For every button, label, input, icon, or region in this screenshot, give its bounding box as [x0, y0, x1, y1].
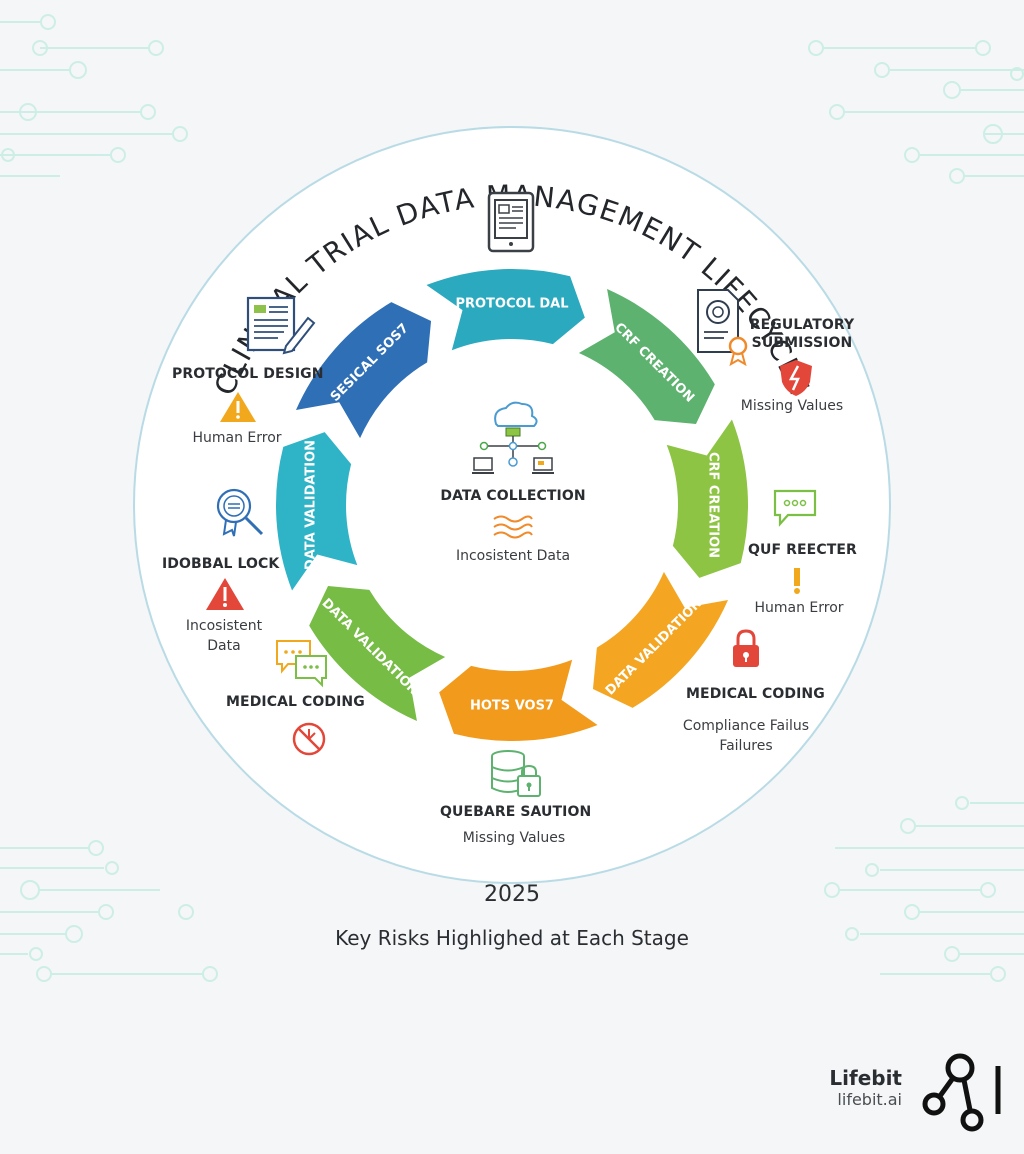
stage-idobbal-lock-name: IDOBBAL LOCK: [162, 556, 280, 572]
padlock-icon: [733, 629, 759, 667]
ring-segment: [666, 419, 748, 578]
stage-medical-coding-risk-line2: Failures: [719, 738, 773, 754]
ring-segment: [592, 571, 729, 708]
database-lock-icon: [491, 750, 541, 797]
brand-name: Lifebit: [829, 1066, 902, 1090]
stage-quebare-saution-name: QUEBARE SAUTION: [440, 804, 592, 820]
exclamation-icon: [794, 568, 800, 594]
stage-medical-coding-right-name: MEDICAL CODING: [686, 686, 825, 702]
stage-regulatory-submission-name: REGULATORY SUBMISSION: [742, 316, 862, 352]
chat-bubbles-icon: [276, 640, 327, 688]
stage-regulatory-line1: REGULATORY: [749, 317, 855, 333]
stage-regulatory-submission-risk: Missing Values: [740, 398, 844, 414]
brand-url: lifebit.ai: [837, 1090, 902, 1109]
stage-quf-reecter-risk: Human Error: [754, 600, 844, 616]
stage-medical-coding-risk-line1: Compliance Failus: [682, 718, 810, 734]
document-pen-icon: [246, 296, 316, 355]
chat-bubble-icon: [773, 489, 817, 527]
ring-segment-label: PROTOCOL DAL: [455, 297, 568, 312]
ring-segment-label: HOTS VOS7: [470, 699, 554, 714]
ring-segment: [578, 288, 715, 425]
certificate-document-icon: [697, 289, 748, 367]
no-entry-icon: [292, 722, 326, 756]
badge-search-icon: [216, 488, 264, 537]
ring-segment: [439, 659, 598, 741]
shield-alert-icon: [780, 360, 812, 396]
ring-segment-label: DATA VALIDATION: [304, 440, 319, 570]
stage-regulatory-line2: SUBMISSION: [751, 335, 853, 351]
stage-medical-coding-left-name: MEDICAL CODING: [226, 694, 365, 710]
ring-segment: [275, 432, 358, 591]
ring-segment: [309, 585, 446, 722]
center-stage-risk: Incosistent Data: [455, 548, 571, 564]
stage-protocol-design-name: PROTOCOL DESIGN: [172, 366, 324, 382]
inner-circle: [347, 340, 677, 670]
year-label: 2025: [484, 882, 540, 907]
alert-triangle-icon: [206, 578, 244, 610]
stage-medical-coding-right-risk: Compliance Failus Failures: [678, 716, 814, 756]
warning-triangle-icon: [220, 392, 256, 422]
segment-ring: [275, 269, 748, 741]
lifebit-logo-icon: [922, 1053, 1001, 1132]
ring-segment: [295, 302, 432, 439]
caption-text: Key Risks Highlighed at Each Stage: [335, 926, 689, 950]
stage-quf-reecter-name: QUF REECTER: [748, 542, 857, 558]
stage-idobbal-risk-line1: Incosistent: [185, 618, 263, 634]
stage-idobbal-risk-line2: Data: [207, 638, 241, 654]
stage-protocol-design-risk: Human Error: [192, 430, 282, 446]
center-stage-name: DATA COLLECTION: [440, 488, 586, 504]
wave-icon: [493, 515, 533, 539]
ring-segment: [426, 269, 585, 351]
tablet-icon: [487, 191, 535, 253]
cloud-network-icon: [472, 401, 554, 474]
stage-quebare-saution-risk: Missing Values: [462, 830, 566, 846]
ring-segment-label: CRF CREATION: [706, 452, 721, 558]
stage-idobbal-lock-risk: Incosistent Data: [176, 616, 272, 656]
